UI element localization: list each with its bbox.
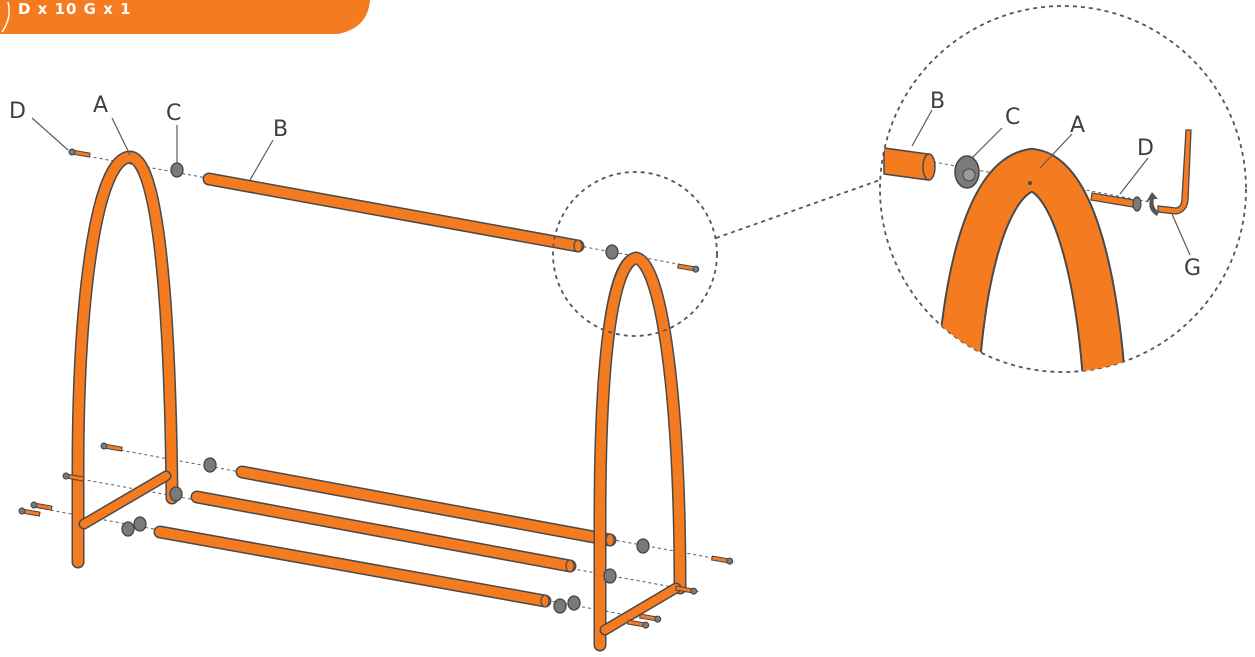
label-b: B — [273, 117, 288, 142]
zoom-cap-c — [954, 155, 980, 189]
hardware-badge: D x 10 G x 1 — [0, 0, 370, 34]
zoom-detail: B C A D G — [879, 5, 1247, 373]
zoom-hex-key-g — [1146, 129, 1192, 216]
zoom-label-g: G — [1184, 256, 1201, 281]
bolts-d — [18, 148, 734, 629]
main-labels: D A C B — [9, 93, 288, 181]
label-d: D — [9, 99, 26, 124]
hardware-summary: D x 10 G x 1 — [18, 0, 132, 18]
caps-c — [121, 162, 650, 614]
assembly-guides — [32, 152, 736, 622]
zoom-label-d: D — [1137, 136, 1154, 161]
zoom-label-a: A — [1070, 113, 1085, 138]
bars-b — [153, 172, 617, 608]
detail-callout — [552, 171, 881, 337]
zoom-bolt-d — [1090, 192, 1142, 212]
frame-a-left — [71, 150, 179, 569]
label-c: C — [166, 101, 181, 126]
zoom-label-c: C — [1005, 105, 1020, 130]
label-a: A — [93, 93, 108, 118]
frame-a-right — [593, 251, 687, 652]
zoom-label-b: B — [930, 89, 945, 114]
